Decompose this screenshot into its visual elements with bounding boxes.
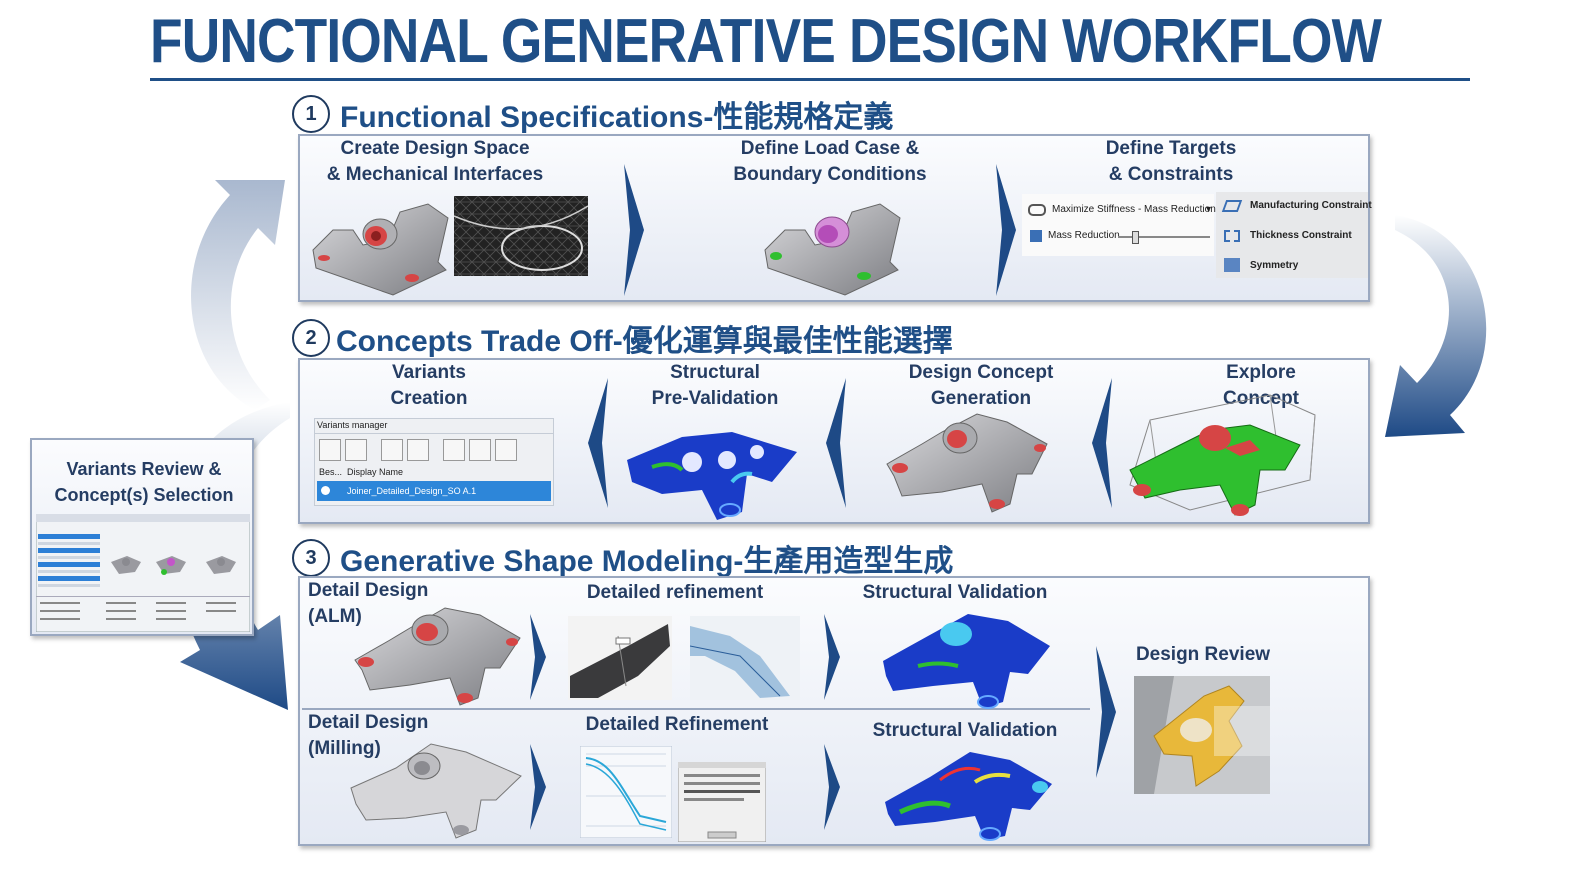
detailed-refinement-2-label: Detailed Refinement [585,714,769,735]
row-divider [302,708,1090,710]
section-3-header: 3 Generative Shape Modeling-生產用造型生成 [292,536,953,580]
design-concept-label: Design Concept [908,362,1054,383]
symmetry-icon [1224,258,1240,272]
section-3-panel: Detail Design (ALM) Detailed refinement … [298,576,1370,846]
mass-reduction-slider[interactable] [1118,236,1210,238]
structural-validation-2-image [885,752,1052,841]
open-folder-icon[interactable] [443,439,465,461]
manufacturing-constraint-icon [1221,200,1243,212]
section-2-header: 2 Concepts Trade Off-優化運算與最佳性能選擇 [292,316,953,360]
settings-icon[interactable] [495,439,517,461]
section-2-panel: Variants Creation Variants manager Bes..… [298,358,1370,524]
alm-label: (ALM) [308,606,362,627]
targets-options-panel: Maximize Stiffness - Mass Reduction ▾ Ma… [1022,194,1216,256]
refinement-1-image-a [568,616,672,700]
design-review-photo [1134,676,1270,794]
boundary-conditions-label: Boundary Conditions [733,164,927,185]
define-targets-label: Define Targets [1105,138,1237,159]
chevron-left-icon [588,378,608,508]
design-space-part-image [312,203,449,296]
section-3-number: 3 [292,539,330,577]
generation-label: Generation [930,388,1032,409]
creation-label: Creation [390,388,468,409]
structural-validation-1-image [883,614,1050,709]
alm-part-image [354,607,521,706]
chevron-right-icon [530,614,546,700]
mechanical-interfaces-label: & Mechanical Interfaces [326,164,544,185]
side-panel-title-line2: Concept(s) Selection [54,485,234,505]
column-header-display-name: Display Name [347,467,404,477]
variants-review-screenshot [36,514,250,632]
variants-manager-window: Variants manager Bes... Display Name Joi… [314,418,554,506]
detail-design-milling-label: Detail Design [308,712,429,733]
slider-handle[interactable] [1132,231,1139,244]
define-load-case-label: Define Load Case & [740,138,920,159]
mass-icon [1030,230,1042,242]
variants-label: Variants [392,362,466,383]
title-underline [150,78,1470,81]
variants-review-panel: Variants Review & Concept(s) Selection [30,438,254,636]
design-review-label: Design Review [1135,644,1271,665]
erase-icon[interactable] [381,439,403,461]
constraints-label: & Constraints [1108,164,1234,185]
chevron-left-icon [826,378,846,508]
create-design-space-label: Create Design Space [340,138,530,159]
variant-row-name: Joiner_Detailed_Design_SO A.1 [347,486,477,496]
section-2-number: 2 [292,319,330,357]
select-cursor-icon[interactable] [345,439,367,461]
objective-label: Maximize Stiffness - Mass Reduction [1052,204,1216,215]
chevron-right-icon [530,744,546,830]
refinement-1-image-b [690,616,800,700]
concept-generation-part-image [886,413,1048,513]
milling-label: (Milling) [308,738,381,759]
explore-concept-image [1129,394,1316,516]
mesh-image [454,196,588,276]
structural-validation-2-label: Structural Validation [872,720,1058,741]
section-3-title: Generative Shape Modeling-生產用造型生成 [340,545,954,578]
detailed-refinement-1-label: Detailed refinement [586,582,764,603]
explore-label: Explore [1226,362,1296,383]
refinement-2-dialog-image [678,762,766,842]
section-1-title: Functional Specifications-性能規格定義 [340,101,894,134]
section-1-number: 1 [292,95,330,133]
structural-validation-1-label: Structural Validation [862,582,1048,603]
mass-reduction-label: Mass Reduction [1048,230,1120,241]
thickness-constraint-label[interactable]: Thickness Constraint [1250,230,1352,241]
chevron-down-icon[interactable]: ▾ [1206,204,1212,215]
cycle-arrow-down-icon [1385,215,1487,437]
pre-validation-fea-image [627,432,797,520]
chevron-right-icon [624,164,644,296]
thickness-constraint-icon [1224,230,1240,242]
load-case-part-image [764,203,901,296]
manufacturing-constraint-label[interactable]: Manufacturing Constraint [1250,200,1372,211]
variants-manager-title: Variants manager [317,420,388,430]
chevron-right-icon [824,744,840,830]
detail-design-alm-label: Detail Design [308,580,429,601]
symmetry-label[interactable]: Symmetry [1250,260,1299,271]
stiffness-icon [1028,204,1046,216]
structural-label: Structural [670,362,760,383]
section-2-title: Concepts Trade Off-優化運算與最佳性能選擇 [336,325,953,358]
side-panel-title-line1: Variants Review & [66,459,222,479]
pre-validation-label: Pre-Validation [651,388,779,409]
radio-button[interactable] [321,486,330,495]
chevron-left-icon [1092,378,1112,508]
chevron-right-icon [996,164,1016,296]
cycle-arrow-up-icon [191,180,285,410]
variant-row-selected[interactable]: Joiner_Detailed_Design_SO A.1 [317,481,551,501]
constraints-list: Manufacturing Constraint Thickness Const… [1216,192,1372,278]
copy-icon[interactable] [407,439,429,461]
chevron-right-icon [1096,646,1116,778]
section-1-header: 1 Functional Specifications-性能規格定義 [292,92,893,136]
search-icon[interactable] [469,439,491,461]
milling-part-image [350,743,522,839]
column-header-best: Bes... [319,467,343,477]
section-1-panel: Create Design Space & Mechanical Interfa… [298,134,1372,302]
refinement-2-chart-image [580,746,672,838]
concept-label: Concept [1223,388,1299,409]
page-title: FUNCTIONAL GENERATIVE DESIGN WORKFLOW [150,7,1382,76]
chevron-right-icon [824,614,840,700]
new-variant-icon[interactable] [319,439,341,461]
